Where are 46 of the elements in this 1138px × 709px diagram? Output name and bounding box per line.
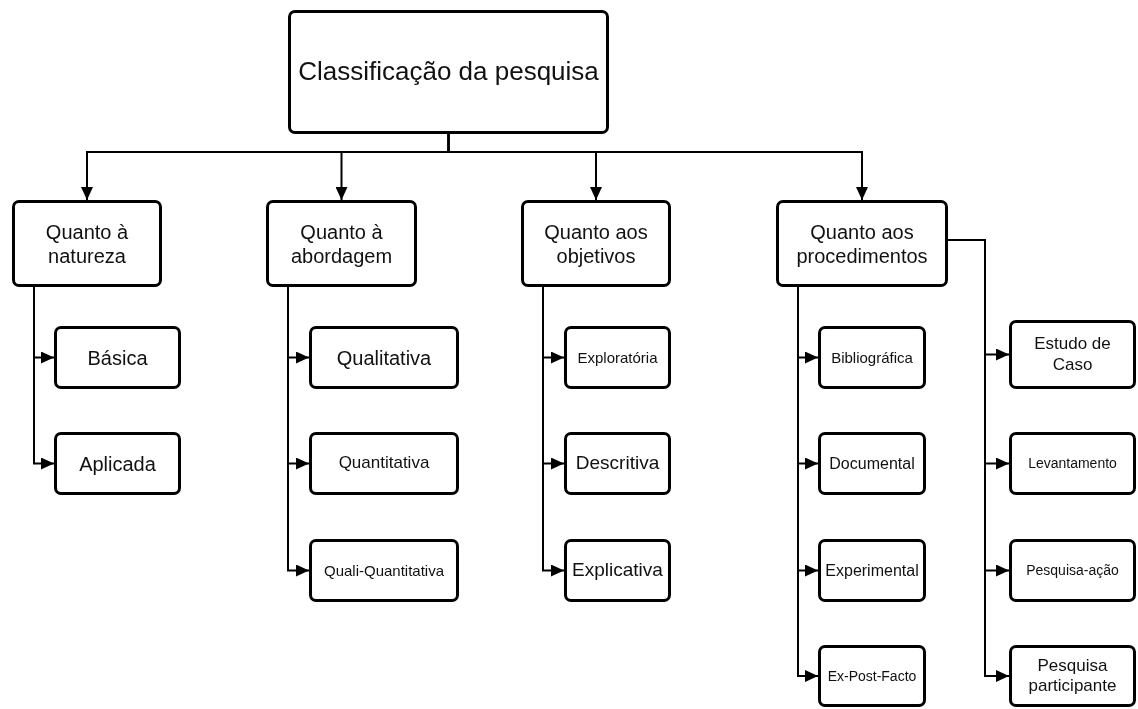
arrow [447,133,868,201]
category-box [564,432,671,495]
node-label: Bibliográfica [831,348,913,367]
node-label: Quantitativa [338,453,430,474]
node-label: Quanto à abordagem [289,219,394,268]
node-label: Exploratória [577,348,658,367]
category-box [1009,645,1136,707]
category-box [309,326,459,389]
node-label: Documental [829,453,915,474]
category-box [12,200,162,287]
category-box [818,539,926,602]
node-label: Quanto aos procedimentos [795,219,929,268]
node-label: Pesquisa-ação [1026,562,1119,579]
node-label: Estudo de Caso [1033,334,1112,375]
arrow [33,286,55,470]
category-box [54,432,181,495]
node-label: Classificação da pesquisa [298,56,599,88]
node-label: Ex-Post-Facto [827,667,917,685]
category-box [266,200,417,287]
arrow [287,286,310,577]
node-label: Explicativa [572,559,663,582]
category-box [564,539,671,602]
category-box [54,326,181,389]
category-box [1009,320,1136,389]
node-label: Quanto à natureza [44,219,130,268]
category-box [521,200,671,287]
category-box [309,432,459,495]
arrow [542,286,565,577]
category-box [818,645,926,707]
category-box [309,539,459,602]
category-box [1009,539,1136,602]
category-box [818,326,926,389]
category-box [564,326,671,389]
category-box [818,432,926,495]
node-label: Descritiva [575,452,660,475]
node-label: Pesquisa participante [1027,655,1118,697]
node-label: Quanto aos objetivos [543,219,649,268]
node-label: Experimental [825,560,919,581]
node-label: Qualitativa [336,345,432,370]
category-box [1009,432,1136,495]
root-box [288,10,609,134]
node-label: Levantamento [1028,455,1117,472]
node-label: Básica [87,345,148,370]
node-label: Aplicada [79,451,156,476]
node-label: Quali-Quantitativa [323,561,445,580]
category-box [776,200,948,287]
